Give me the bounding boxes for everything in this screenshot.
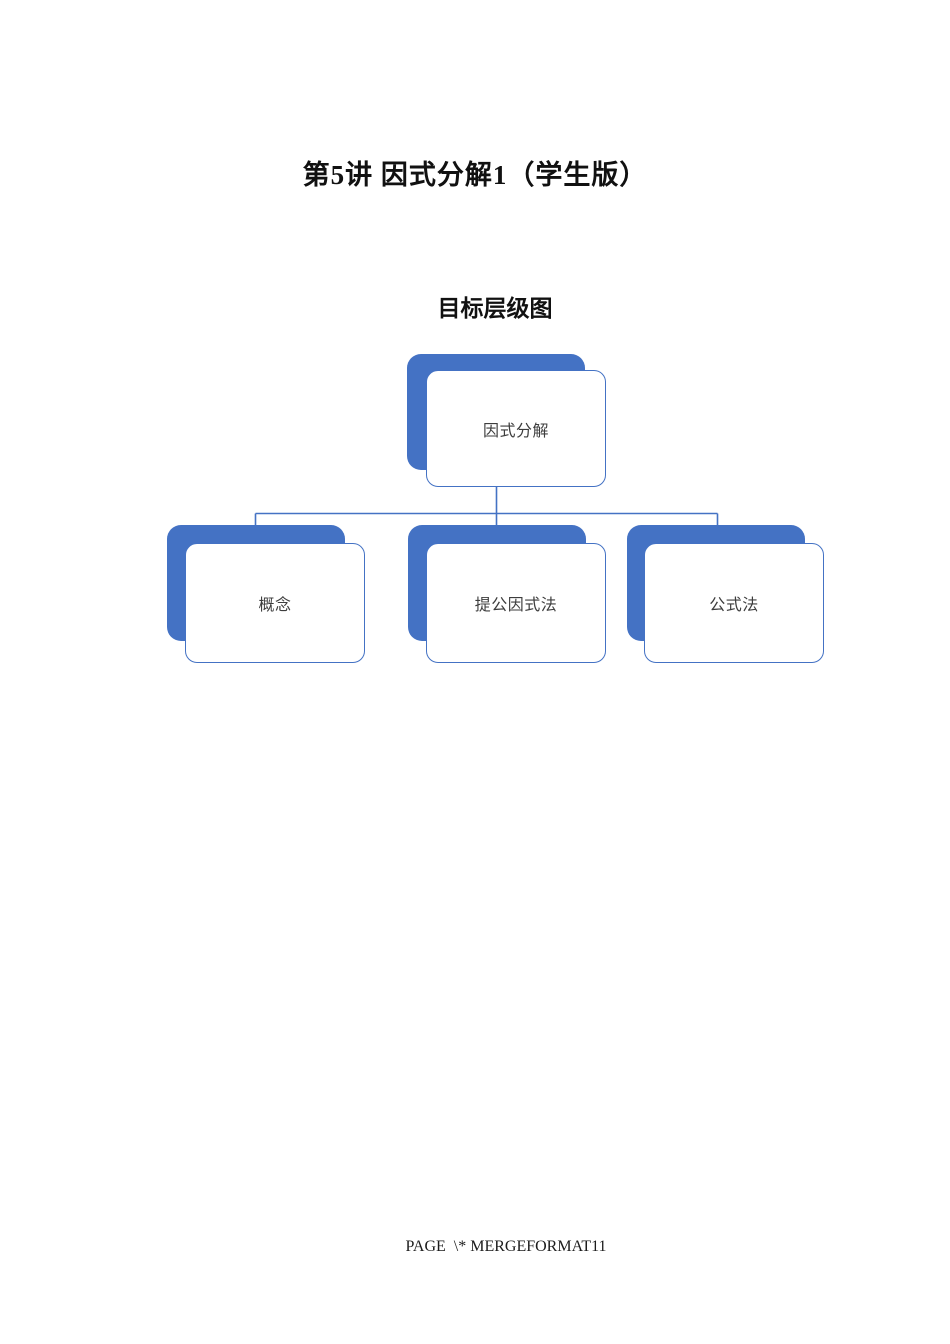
root-node-label: 因式分解 [482,422,549,440]
hierarchy-connector-lines [254,487,719,526]
child-node-label: 概念 [258,597,292,614]
child-node-label: 公式法 [709,597,759,614]
child-node-concept: 概念 [185,543,365,663]
child-node-formula: 公式法 [644,543,824,663]
page-title: 第5讲 因式分解1（学生版） [302,160,648,190]
page-number-field: PAGE \* MERGEFORMAT11 [405,1238,607,1255]
diagram-heading: 目标层级图 [437,295,553,321]
child-node-label: 提公因式法 [474,597,558,614]
child-node-common-factor: 提公因式法 [426,543,606,663]
root-node: 因式分解 [426,370,606,487]
